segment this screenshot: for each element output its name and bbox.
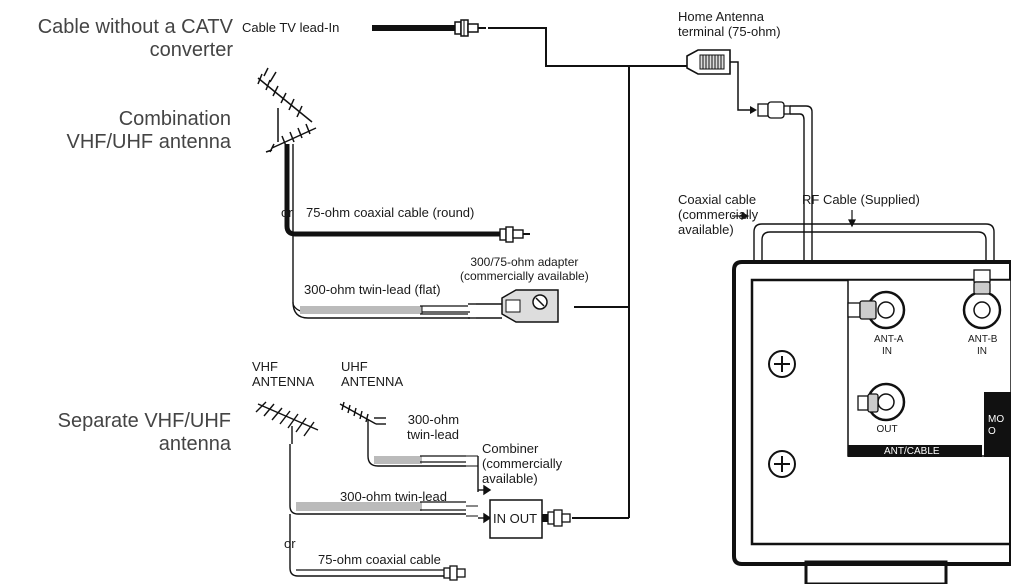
section-title-separate-line2: antenna [158,433,231,455]
label-monitor-out: MO O [988,414,1004,437]
combination-twin-lead [292,144,476,319]
label-adapter-line2: (commercially available) [460,268,589,283]
label-uhf-line2: ANTENNA [341,373,404,389]
label-combiner: Combiner (commercially available) [482,441,563,487]
label-vhf-twin-lead: 300-ohm twin-lead [340,489,447,504]
label-or-2: or [284,536,296,551]
section-title-separate-line1: Separate VHF/UHF [57,410,231,432]
label-ant-a-line1: ANT-A [874,334,904,345]
label-combiner-line3: available) [482,470,538,486]
label-out: OUT [876,424,898,435]
label-ant-b-line1: ANT-B [968,334,998,345]
label-monitor-out-line1: MO [988,414,1005,425]
combiner-box [489,499,543,539]
label-adapter-line1: 300/75-ohm adapter [470,255,579,269]
combination-coax-cable [284,144,530,243]
vhf-twin-lead [289,444,478,517]
uhf-antenna [339,401,386,428]
vhf-antenna [255,401,319,444]
label-combiner-line1: Combiner [482,441,539,456]
label-vhf-line2: ANTENNA [252,373,315,389]
label-uhf-twin-line1: 300-ohm [407,412,460,427]
separate-coax-cable [289,514,466,581]
label-pointers [732,210,856,228]
label-home-antenna-terminal: Home Antenna terminal (75-ohm) [678,9,781,40]
section-title-combination-line1: Combination [118,108,231,130]
section-title-separate: Separate VHF/UHF antenna [58,410,231,456]
device-rear-panel [732,260,1011,584]
uhf-twin-lead [367,428,478,467]
combination-antenna [257,67,317,153]
label-combiner-line2: (commercially [482,455,563,471]
label-vhf-antenna: VHF ANTENNA [252,359,315,390]
label-coax-75: 75-ohm coaxial cable [318,552,441,567]
cable-tv-lead-in [372,19,486,37]
section-title-cable: Cable without a CATV converter [38,16,233,62]
label-coax-round: 75-ohm coaxial cable (round) [306,205,475,220]
combiner-arrows [477,456,492,524]
label-vhf-line1: VHF [252,359,278,374]
label-uhf-line1: UHF [341,359,368,374]
label-home-antenna-line2: terminal (75-ohm) [678,23,781,39]
label-rf-cable: RF Cable (Supplied) [802,192,920,207]
signal-lines [488,27,690,519]
label-combiner-ports: IN OUT [493,511,538,526]
label-coaxial-commercial: Coaxial cable (commercially available) [678,192,759,238]
section-title-combination-line2: VHF/UHF antenna [66,131,231,153]
label-uhf-twin-lead: 300-ohm twin-lead [407,412,460,443]
label-or-1: or [281,205,293,220]
label-home-antenna-line1: Home Antenna [678,9,765,24]
label-twin-lead-flat: 300-ohm twin-lead (flat) [304,282,441,297]
label-uhf-twin-line2: twin-lead [407,426,460,442]
label-monitor-out-line2: O [988,425,996,437]
label-ant-a: ANT-A IN [874,334,904,357]
label-coaxial-commercial-line3: available) [678,221,734,237]
combiner-out-connector [542,509,571,527]
label-ant-cable: ANT/CABLE [884,446,940,457]
label-uhf-antenna: UHF ANTENNA [341,359,404,390]
section-title-cable-line2: converter [149,39,233,61]
label-ant-b-line2: IN [977,345,987,357]
adapter-300-75 [476,289,559,323]
home-antenna-terminal [686,49,791,119]
label-adapter: 300/75-ohm adapter (commercially availab… [460,255,589,284]
section-title-cable-line1: Cable without a CATV [37,16,233,38]
label-coaxial-commercial-line2: (commercially [678,206,759,222]
label-coaxial-commercial-line1: Coaxial cable [678,192,757,207]
label-ant-a-line2: IN [882,345,892,357]
section-title-combination: Combination VHF/UHF antenna [66,108,231,154]
label-ant-b: ANT-B IN [968,334,998,357]
label-cable-lead-in: Cable TV lead-In [242,20,340,35]
